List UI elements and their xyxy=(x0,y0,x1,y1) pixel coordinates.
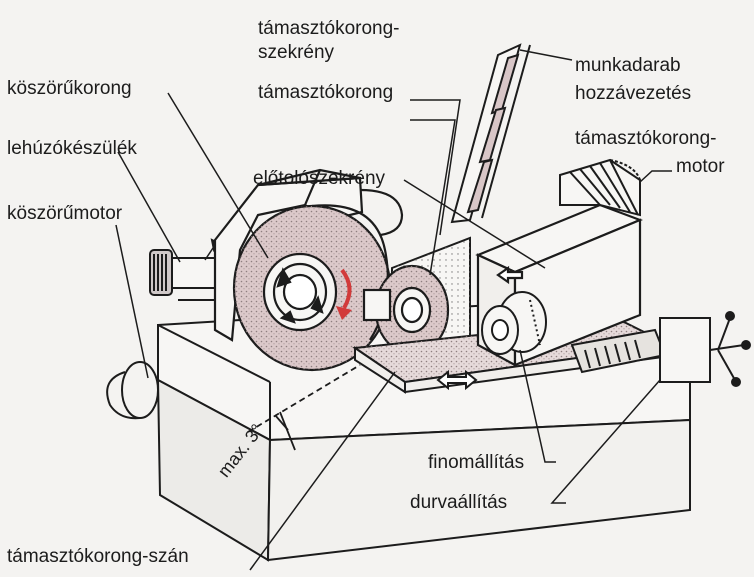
label-coarse-adjustment: durvaállítás xyxy=(410,492,508,513)
label-grinding-wheel: köszörűkorong xyxy=(7,78,132,99)
label-support-wheel: támasztókorong xyxy=(258,82,394,103)
coarse-adjustment xyxy=(570,311,751,387)
label-support-motor-line2: motor xyxy=(676,156,725,177)
label-support-wheel-housing-line1: támasztókorong- xyxy=(258,18,400,39)
workpiece-feed-chute xyxy=(450,43,531,224)
label-support-motor-line1: támasztókorong- xyxy=(575,128,717,149)
label-fine-adjustment: finomállítás xyxy=(428,452,525,473)
label-grinding-motor: köszörűmotor xyxy=(7,203,123,224)
support-wheel xyxy=(362,264,450,356)
angle-indicator xyxy=(247,364,361,451)
label-workpiece-feed-line2: hozzávezetés xyxy=(575,83,692,104)
label-support-wheel-housing-line2: szekrény xyxy=(258,42,335,63)
wheel-guard xyxy=(213,168,404,342)
grinding-wheel xyxy=(232,204,392,372)
label-support-slide: támasztókorong-szán xyxy=(7,546,189,567)
support-wheel-motor xyxy=(559,158,641,217)
fine-adjustment-spindle xyxy=(481,291,547,355)
grinding-motor xyxy=(106,361,159,420)
label-feed-housing: előtolószekrény xyxy=(253,168,386,189)
label-workpiece-feed-line1: munkadarab xyxy=(575,55,681,76)
leader-lines xyxy=(115,49,672,571)
dresser-device xyxy=(149,238,222,315)
label-dresser: lehúzókészülék xyxy=(7,138,137,159)
